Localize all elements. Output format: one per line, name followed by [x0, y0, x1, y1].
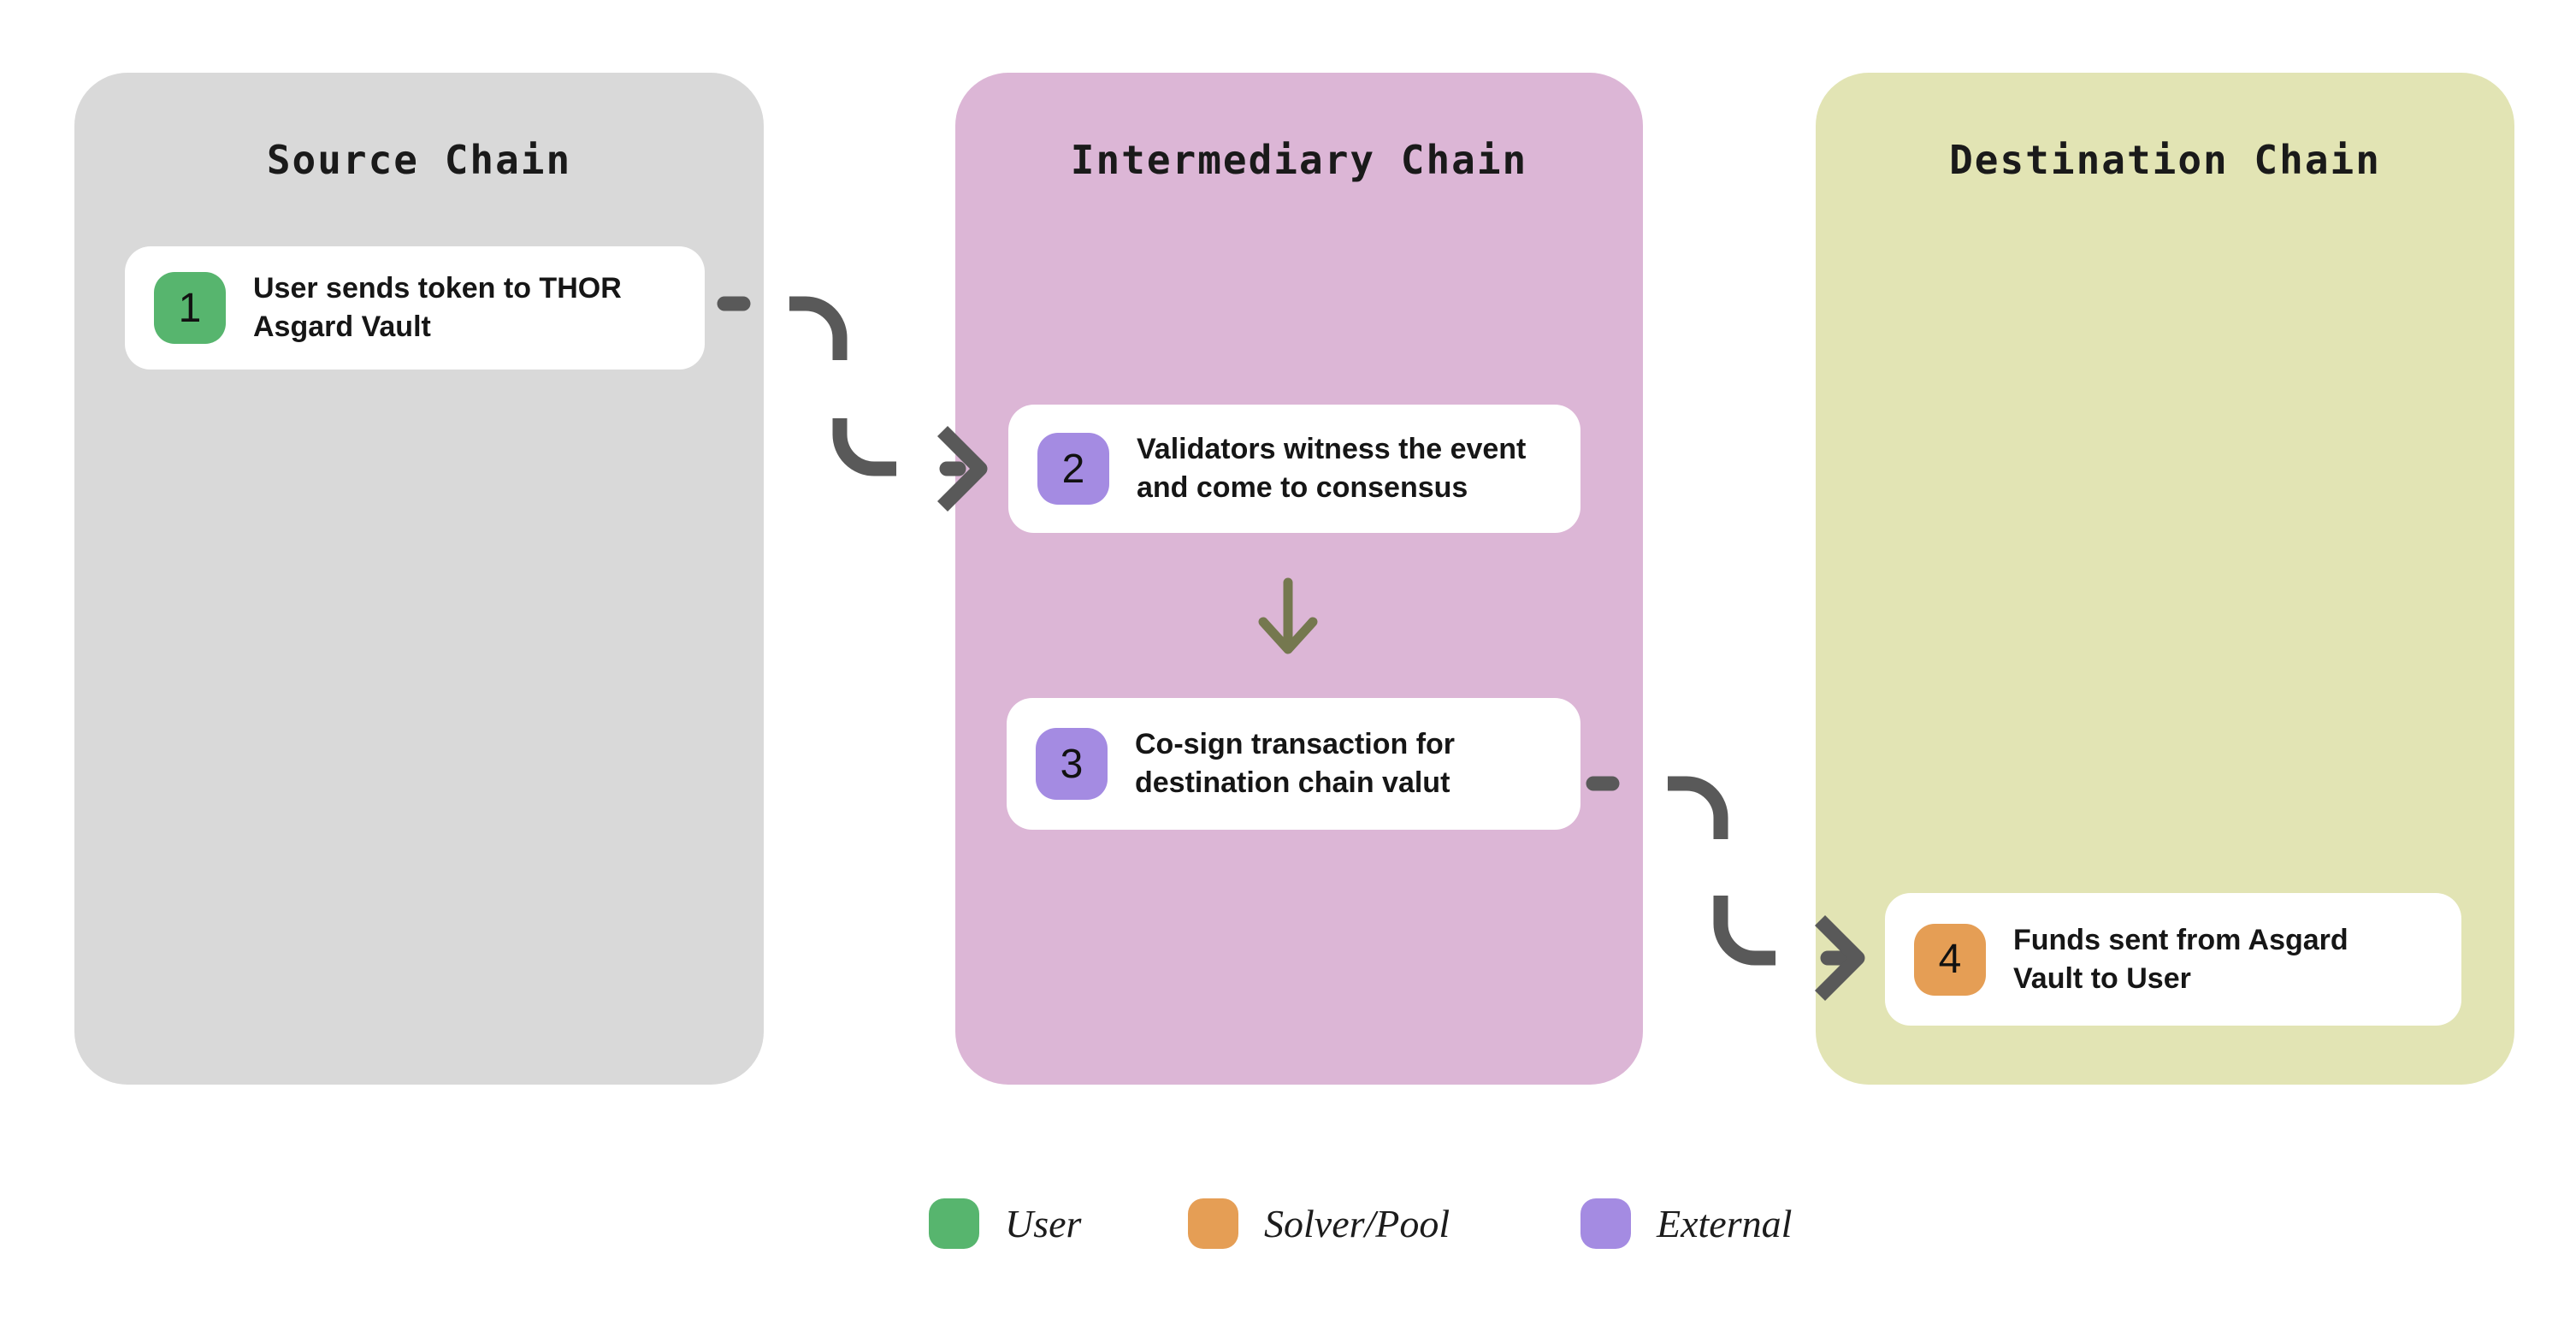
- panel-title-destination: Destination Chain: [1949, 137, 2381, 183]
- panel-intermediary-chain: Intermediary Chain: [955, 73, 1643, 1085]
- step-3-text: Co-sign transaction for destination chai…: [1135, 728, 1456, 799]
- step-1-text: User sends token to THOR Asgard Vault: [253, 272, 622, 343]
- step-card-3: 3 Co-sign transaction for destination ch…: [1007, 698, 1580, 830]
- external-color-swatch: [1580, 1198, 1631, 1249]
- connector-corner: [789, 296, 848, 360]
- step-4-badge: 4: [1914, 923, 1986, 996]
- step-card-1: 1 User sends token to THOR Asgard Vault: [125, 246, 705, 370]
- legend-item-solver-pool: Solver/Pool: [1188, 1198, 1450, 1249]
- user-color-swatch: [929, 1198, 979, 1249]
- legend-label-solver-pool: Solver/Pool: [1264, 1202, 1450, 1245]
- legend-item-external: External: [1580, 1198, 1792, 1249]
- step-card-2: 2 Validators witness the event and come …: [1008, 405, 1580, 533]
- connector-corner: [832, 418, 896, 476]
- legend-label-user: User: [1005, 1202, 1082, 1245]
- panel-title-source: Source Chain: [266, 137, 572, 183]
- connector-corner: [1713, 896, 1775, 966]
- connector-corner: [1668, 776, 1728, 839]
- step-1-badge: 1: [154, 272, 226, 344]
- step-2-text: Validators witness the event and come to…: [1137, 433, 1527, 504]
- step-3-badge: 3: [1036, 728, 1108, 800]
- legend-item-user: User: [929, 1198, 1081, 1249]
- step-4-text: Funds sent from Asgard Vault to User: [2013, 923, 2349, 995]
- panel-title-intermediary: Intermediary Chain: [1070, 137, 1528, 183]
- step-2-badge: 2: [1037, 433, 1109, 505]
- panel-source-chain: Source Chain: [74, 73, 764, 1085]
- legend-label-external: External: [1657, 1202, 1793, 1245]
- solver-pool-color-swatch: [1188, 1198, 1238, 1249]
- step-card-4: 4 Funds sent from Asgard Vault to User: [1885, 893, 2461, 1026]
